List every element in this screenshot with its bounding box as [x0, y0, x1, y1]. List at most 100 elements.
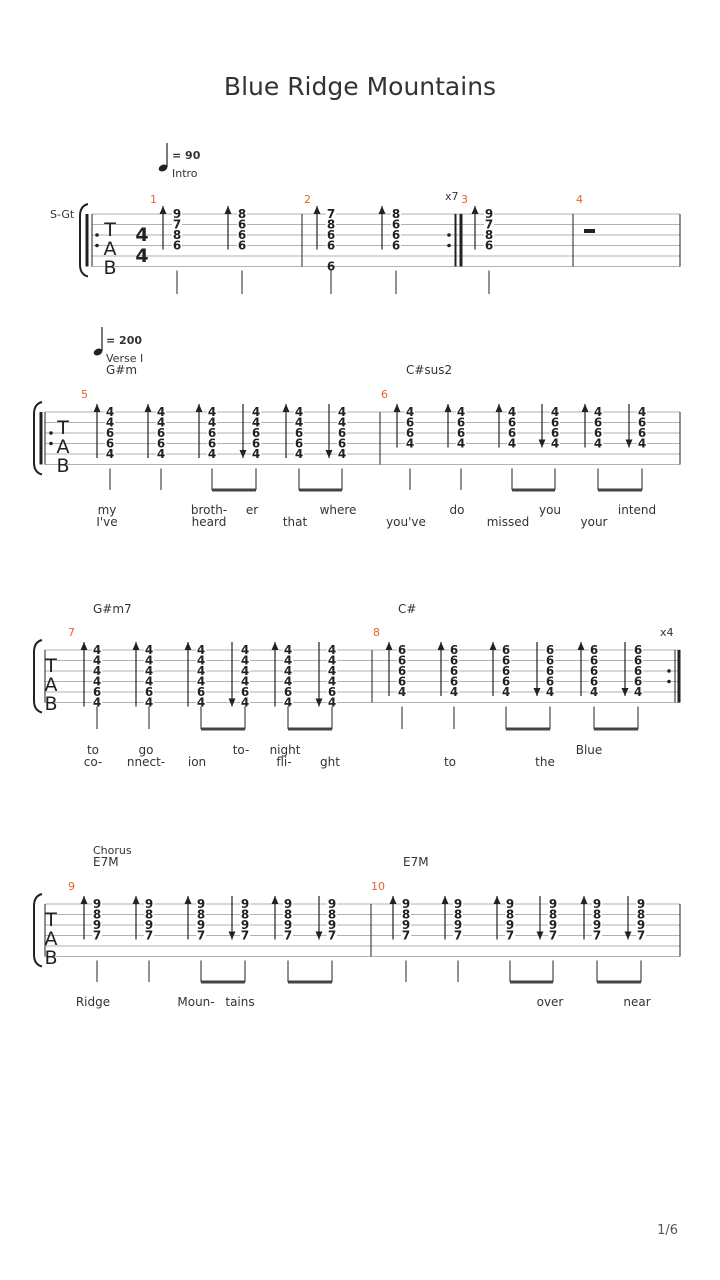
- fret-mask: [637, 428, 647, 438]
- fret-number: 6: [208, 437, 216, 451]
- time-signature-top: 4: [135, 224, 148, 246]
- repeat-dot: [49, 441, 53, 446]
- fret-mask: [337, 428, 347, 438]
- fret-mask: [156, 417, 166, 428]
- fret-mask: [283, 920, 293, 930]
- lyric-line-1: do: [450, 503, 465, 517]
- lyric-line-1: over: [537, 995, 564, 1009]
- fret-number: 6: [485, 239, 493, 253]
- fret-number: 4: [106, 447, 114, 461]
- fret-number: 6: [197, 685, 205, 699]
- tab-clef-letter: A: [57, 436, 70, 458]
- tab-clef-letter: B: [56, 455, 69, 477]
- fret-number: 6: [145, 685, 153, 699]
- fret-mask: [283, 655, 293, 666]
- fret-mask: [196, 645, 206, 655]
- whole-rest-icon: [584, 229, 595, 233]
- fret-mask: [484, 230, 494, 240]
- fret-mask: [327, 687, 337, 697]
- fret-number: 4: [590, 685, 598, 699]
- fret-number: 4: [295, 405, 303, 419]
- fret-number: 6: [450, 675, 458, 689]
- fret-number: 6: [502, 664, 510, 678]
- fret-mask: [545, 655, 555, 666]
- lyric-line-2: ght: [320, 755, 340, 769]
- stroke-up-arrow: [378, 206, 386, 214]
- fret-mask: [397, 666, 407, 676]
- fret-number: 6: [327, 239, 335, 253]
- stroke-up-arrow: [271, 896, 279, 904]
- fret-mask: [405, 417, 415, 428]
- fret-mask: [327, 655, 337, 666]
- fret-mask: [172, 209, 182, 219]
- fret-mask: [327, 645, 337, 655]
- stroke-up-arrow: [195, 404, 203, 412]
- fret-number: 7: [637, 929, 645, 943]
- fret-mask: [326, 230, 336, 240]
- fret-number: 4: [197, 664, 205, 678]
- fret-mask: [196, 930, 206, 941]
- fret-mask: [237, 240, 247, 251]
- fret-mask: [144, 899, 154, 909]
- fret-mask: [251, 428, 261, 438]
- fret-number: 4: [241, 696, 249, 710]
- tab-clef-letter: B: [44, 693, 57, 715]
- fret-number: 4: [241, 675, 249, 689]
- fret-number: 6: [546, 664, 554, 678]
- fret-number: 6: [241, 685, 249, 699]
- fret-mask: [592, 920, 602, 930]
- lyric-line-1: go: [139, 743, 154, 757]
- system-bracket: [33, 893, 43, 968]
- page-number: 1/6: [657, 1223, 678, 1238]
- fret-number: 6: [252, 437, 260, 451]
- fret-number: 9: [506, 918, 514, 932]
- fret-number: 4: [106, 416, 114, 430]
- lyric-line-2: co-: [84, 755, 103, 769]
- lyric-line-1: to: [87, 743, 99, 757]
- stroke-up-arrow: [282, 404, 290, 412]
- fret-number: 4: [594, 437, 602, 451]
- fret-number: 6: [450, 664, 458, 678]
- fret-mask: [92, 687, 102, 697]
- fret-mask: [550, 407, 560, 417]
- fret-number: 7: [241, 929, 249, 943]
- page-title: Blue Ridge Mountains: [223, 72, 497, 101]
- fret-number: 6: [457, 426, 465, 440]
- fret-number: 7: [485, 218, 493, 232]
- fret-number: 6: [327, 260, 335, 274]
- fret-mask: [156, 438, 166, 449]
- fret-number: 6: [338, 437, 346, 451]
- fret-number: 9: [637, 897, 645, 911]
- fret-mask: [593, 428, 603, 438]
- fret-mask: [545, 666, 555, 676]
- stroke-down-arrow: [315, 931, 323, 940]
- fret-mask: [548, 920, 558, 930]
- fret-mask: [144, 697, 154, 708]
- fret-mask: [637, 417, 647, 428]
- fret-mask: [251, 438, 261, 449]
- fret-mask: [501, 687, 511, 697]
- fret-mask: [391, 230, 401, 240]
- fret-mask: [401, 930, 411, 941]
- fret-mask: [456, 417, 466, 428]
- fret-number: 8: [173, 228, 181, 242]
- fret-mask: [196, 899, 206, 909]
- fret-number: 6: [508, 426, 516, 440]
- system-bracket: [33, 401, 43, 476]
- fret-number: 4: [145, 664, 153, 678]
- fret-mask: [92, 666, 102, 676]
- fret-mask: [484, 219, 494, 230]
- fret-number: 6: [594, 416, 602, 430]
- fret-number: 6: [392, 218, 400, 232]
- fret-number: 4: [638, 405, 646, 419]
- fret-mask: [294, 438, 304, 449]
- fret-mask: [456, 428, 466, 438]
- fret-mask: [92, 655, 102, 666]
- fret-number: 4: [594, 405, 602, 419]
- fret-mask: [240, 909, 250, 920]
- fret-number: 4: [295, 416, 303, 430]
- fret-number: 4: [450, 685, 458, 699]
- rhythm-beam: [299, 488, 342, 492]
- fret-number: 8: [327, 218, 335, 232]
- fret-mask: [144, 930, 154, 941]
